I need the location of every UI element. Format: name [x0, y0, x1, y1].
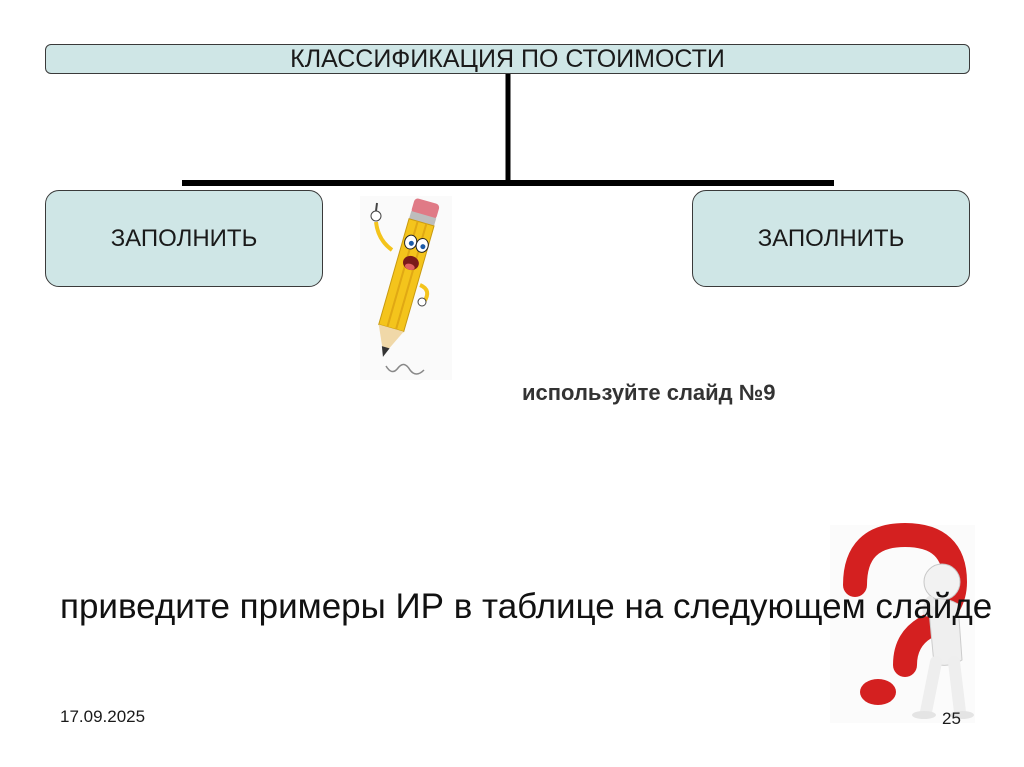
instruction-text: приведите примеры ИР в таблице на следую… [60, 587, 993, 626]
footer-date: 17.09.2025 [60, 707, 146, 726]
child-node-left-label: ЗАПОЛНИТЬ [110, 224, 258, 252]
child-node-right: ЗАПОЛНИТЬ [692, 190, 970, 287]
footer-page-number: 25 [942, 709, 961, 728]
child-node-left: ЗАПОЛНИТЬ [45, 190, 323, 287]
root-node: КЛАССИФИКАЦИЯ ПО СТОИМОСТИ [45, 44, 970, 74]
root-node-label: КЛАССИФИКАЦИЯ ПО СТОИМОСТИ [290, 44, 725, 73]
hint-text: используйте слайд №9 [522, 380, 776, 405]
child-node-right-label: ЗАПОЛНИТЬ [757, 224, 905, 252]
